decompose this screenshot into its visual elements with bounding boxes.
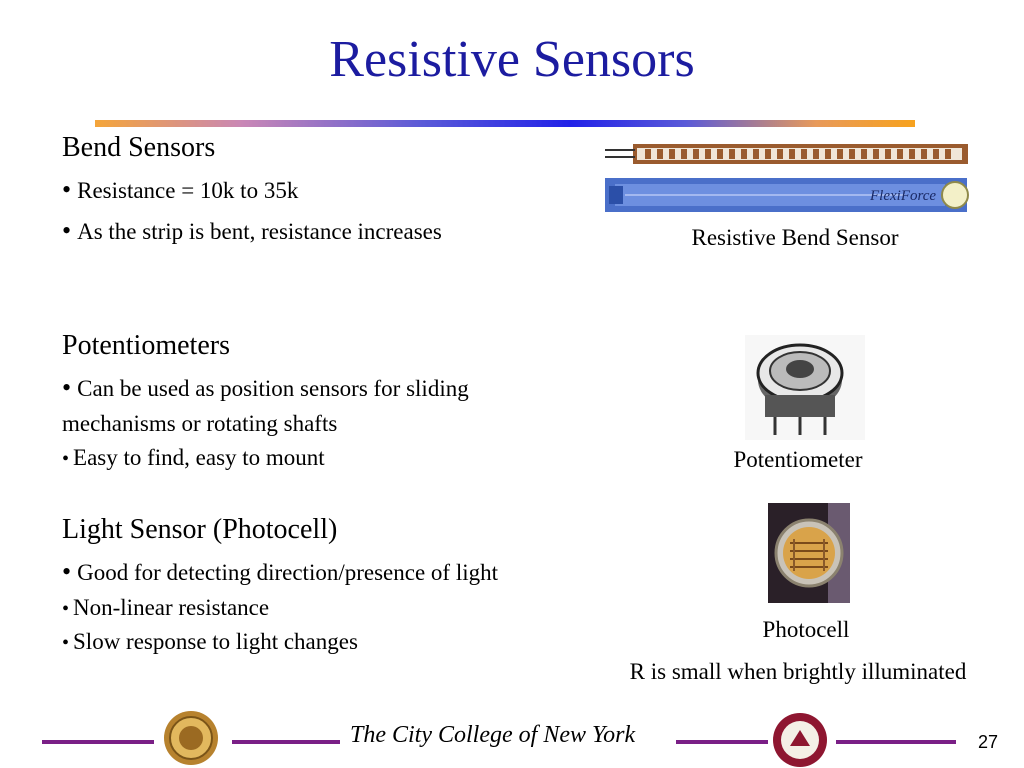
robotics-lab-logo-icon xyxy=(773,713,827,767)
footer-institution: The City College of New York xyxy=(350,722,636,748)
potentiometer-caption: Potentiometer xyxy=(733,447,863,472)
ccny-seal-icon xyxy=(164,711,218,765)
bend-sensor-caption: Resistive Bend Sensor xyxy=(691,225,899,250)
bend-sensors-heading: Bend Sensors xyxy=(62,132,216,163)
page-number: 27 xyxy=(977,732,998,752)
bullet-dot: • xyxy=(62,373,72,402)
title-divider xyxy=(95,120,915,127)
bend-sensor-image: FlexiForce xyxy=(605,140,970,215)
pot-bullet-2: •Easy to find, easy to mount xyxy=(62,445,325,470)
photocell-image xyxy=(768,503,850,603)
bullet-dot: • xyxy=(62,557,72,586)
bend-bullet-2: •As the strip is bent, resistance increa… xyxy=(62,216,442,245)
bullet-dot: • xyxy=(62,448,70,470)
footer-rule-right xyxy=(836,740,956,744)
potentiometer-image xyxy=(745,335,865,440)
slide-title: Resistive Sensors xyxy=(329,31,695,88)
footer-rule-left xyxy=(42,740,154,744)
svg-text:FlexiForce: FlexiForce xyxy=(869,188,936,204)
bullet-dot: • xyxy=(62,216,72,245)
photocell-note: R is small when brightly illuminated xyxy=(629,659,967,684)
photocell-caption: Photocell xyxy=(762,617,850,642)
bullet-dot: • xyxy=(62,175,72,204)
bullet-dot: • xyxy=(62,598,70,620)
photocell-heading: Light Sensor (Photocell) xyxy=(62,514,338,545)
pot-bullet-1: •Can be used as position sensors for sli… xyxy=(62,373,469,402)
footer-rule-center-left xyxy=(232,740,340,744)
photo-bullet-2: •Non-linear resistance xyxy=(62,595,270,620)
footer-rule-center-right xyxy=(676,740,768,744)
bullet-dot: • xyxy=(62,632,70,654)
photo-bullet-3: •Slow response to light changes xyxy=(62,629,358,654)
bend-bullet-1: •Resistance = 10k to 35k xyxy=(62,175,299,204)
potentiometers-heading: Potentiometers xyxy=(62,330,230,361)
pot-bullet-1-cont: mechanisms or rotating shafts xyxy=(62,411,338,436)
photo-bullet-1: •Good for detecting direction/presence o… xyxy=(62,557,498,586)
